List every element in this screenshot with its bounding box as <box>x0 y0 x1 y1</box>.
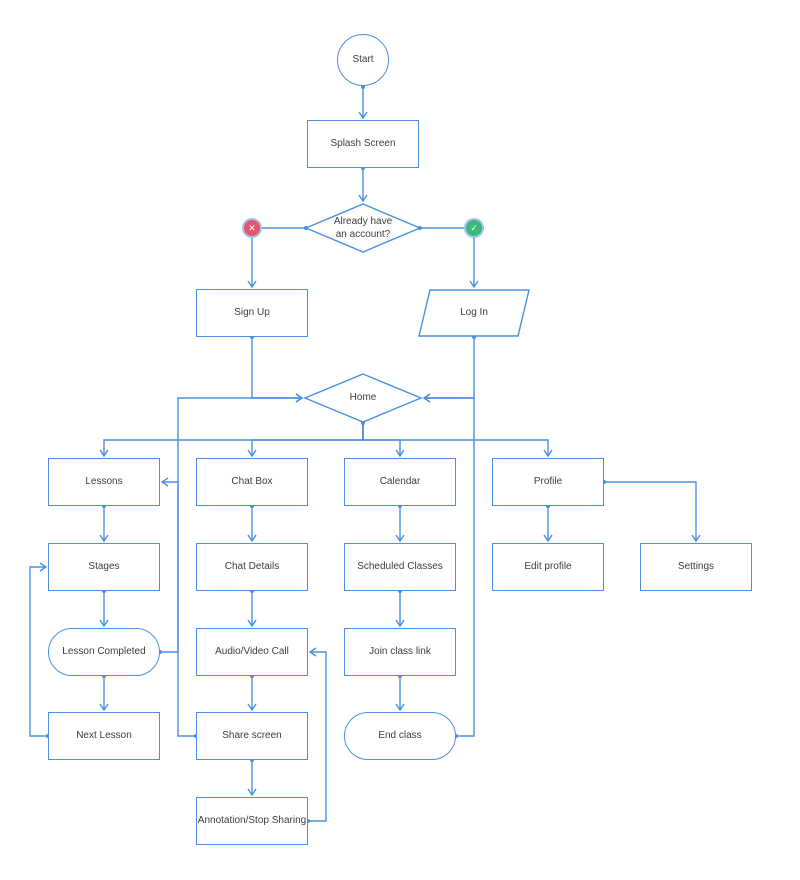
join-class-link-label: Join class link <box>369 646 431 658</box>
end-class-node: End class <box>344 712 456 760</box>
home-diamond-shape <box>303 373 423 423</box>
connector-share-to-home-loop <box>177 393 304 737</box>
sign-up-node: Sign Up <box>196 289 308 337</box>
stages-node: Stages <box>48 543 160 591</box>
sign-up-label: Sign Up <box>234 307 270 319</box>
splash-screen-node: Splash Screen <box>307 120 419 168</box>
x-circle-icon: ✕ <box>244 220 260 236</box>
log-in-node: Log In <box>418 289 530 337</box>
edit-profile-node: Edit profile <box>492 543 604 591</box>
connector-next-to-stages-loop <box>29 562 48 737</box>
chat-details-label: Chat Details <box>224 561 280 573</box>
start-node: Start <box>337 34 389 86</box>
home-label: Home <box>349 392 377 404</box>
log-in-label: Log In <box>460 307 488 319</box>
stages-label: Stages <box>88 561 120 573</box>
account-decision-node: Already have an account? <box>304 203 422 253</box>
decision-label: Already have an account? <box>333 215 393 241</box>
connector-end-to-home-loop <box>422 393 475 737</box>
chat-box-label: Chat Box <box>231 476 273 488</box>
connector-decision-no-to-signup <box>247 227 306 289</box>
next-lesson-node: Next Lesson <box>48 712 160 760</box>
check-glyph: ✓ <box>470 222 478 233</box>
connector-decision-yes-to-login <box>420 227 479 289</box>
x-glyph: ✕ <box>248 222 256 233</box>
profile-label: Profile <box>533 476 563 488</box>
settings-node: Settings <box>640 543 752 591</box>
settings-label: Settings <box>677 561 715 573</box>
calendar-node: Calendar <box>344 458 456 506</box>
check-circle-icon: ✓ <box>466 220 482 236</box>
share-screen-node: Share screen <box>196 712 308 760</box>
chat-box-node: Chat Box <box>196 458 308 506</box>
annotation-stop-sharing-node: Annotation/Stop Sharing <box>196 797 308 845</box>
join-class-link-node: Join class link <box>344 628 456 676</box>
scheduled-classes-node: Scheduled Classes <box>344 543 456 591</box>
splash-screen-label: Splash Screen <box>330 138 396 150</box>
audio-video-call-label: Audio/Video Call <box>215 646 289 658</box>
lessons-label: Lessons <box>85 476 123 488</box>
annotation-stop-sharing-label: Annotation/Stop Sharing <box>197 815 307 827</box>
share-screen-label: Share screen <box>222 730 282 742</box>
connector-completed-to-lessons-loop <box>160 477 179 653</box>
home-node: Home <box>303 373 423 423</box>
profile-node: Profile <box>492 458 604 506</box>
connector-login-to-home <box>422 337 475 403</box>
start-label: Start <box>352 54 374 66</box>
connector-home-to-profile <box>362 423 553 458</box>
chat-details-node: Chat Details <box>196 543 308 591</box>
lessons-node: Lessons <box>48 458 160 506</box>
next-lesson-label: Next Lesson <box>76 730 132 742</box>
connector-profile-to-settings <box>604 481 701 543</box>
end-class-label: End class <box>378 730 422 742</box>
calendar-label: Calendar <box>379 476 421 488</box>
connector-annotation-to-call-loop <box>308 647 327 822</box>
edit-profile-label: Edit profile <box>524 561 572 573</box>
connector-home-to-chatbox <box>247 423 364 458</box>
connector-signup-to-home <box>251 337 304 403</box>
scheduled-classes-label: Scheduled Classes <box>357 561 443 573</box>
audio-video-call-node: Audio/Video Call <box>196 628 308 676</box>
connector-dot-0 <box>361 85 365 89</box>
decision-diamond-shape <box>304 203 422 253</box>
lesson-completed-node: Lesson Completed <box>48 628 160 676</box>
log-in-parallelogram-shape <box>418 289 530 337</box>
lesson-completed-label: Lesson Completed <box>62 646 146 658</box>
